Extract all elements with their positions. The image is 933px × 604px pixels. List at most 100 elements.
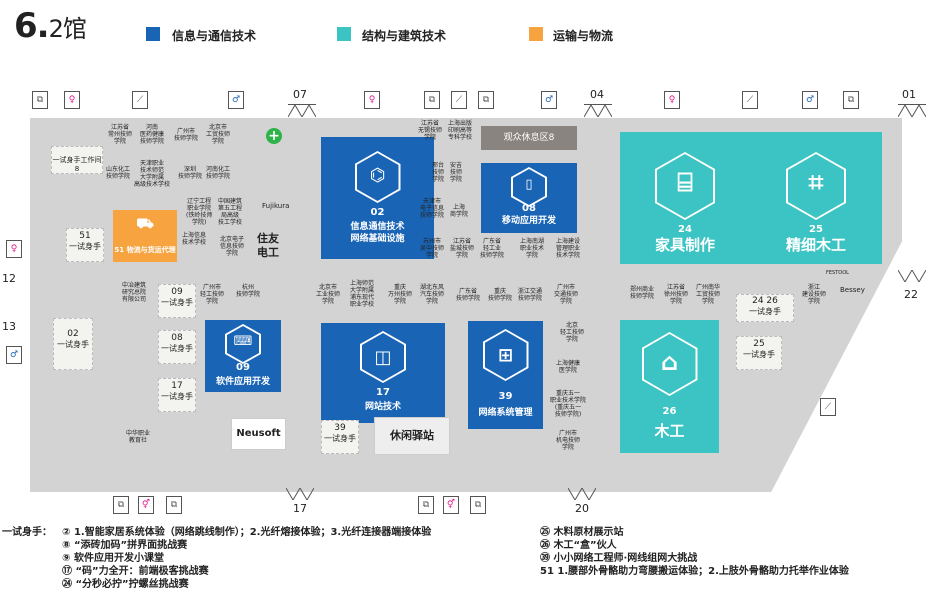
elevator-icon: ⧉ (166, 496, 182, 514)
elevator-icon: ⧉ (32, 91, 48, 109)
elevator-icon: ⧉ (424, 91, 440, 109)
elevator-icon: ⧉ (478, 91, 494, 109)
school-booth: 上海师范 大学附属 浦东现代 职业学校 (350, 280, 375, 308)
staircase-icon: ⌗ (808, 168, 824, 198)
school-booth: 广州市 技师学院 (174, 128, 199, 142)
school-booth: 北京市 工贸技师 学院 (206, 124, 231, 145)
school-booth: 湖北东风 汽车技师 学院 (420, 284, 445, 305)
door-04-gate (584, 104, 612, 117)
escalator-icon: ⟋ (820, 398, 836, 416)
school-booth: 北京市 工业技师 学院 (316, 284, 341, 305)
school-booth: 江苏省 无锡技师 学院 (418, 120, 443, 141)
legend-swatch-ict (146, 27, 160, 41)
bessey-logo: Bessey (840, 286, 865, 294)
male-toilet-icon: ♂ (228, 91, 244, 109)
elevator-icon: ⧉ (113, 496, 129, 514)
neusoft-booth[interactable]: Neusoft (231, 418, 286, 450)
zhuyou-booth[interactable]: 住友 电工 (257, 232, 279, 259)
note-24: ㉔ “分秒必拧”拧螺丝挑战赛 (62, 579, 189, 590)
house-icon: ⌂ (660, 348, 679, 376)
legend-label-ict: 信息与通信技术 (172, 29, 257, 43)
zone-17-web-tech[interactable]: ◫ 17 网站技术 (321, 323, 445, 423)
door-22-label: 22 (904, 288, 918, 301)
zone-02-ict-network[interactable]: ⌬ 02 信息通信技术 网络基础设施 (321, 137, 434, 259)
door-07-gate (288, 104, 316, 117)
first-aid-icon: + (266, 128, 282, 144)
school-booth: 广州市 轻工技师 学院 (200, 284, 225, 305)
festool-logo: FESTOOL (826, 270, 849, 276)
school-booth: 上海出版 印刷高等 专科学校 (448, 120, 473, 141)
school-booth: 天津职业 技术师范 大学附属 高级技术学校 (134, 160, 171, 188)
school-booth: 广东省 轻工业 技师学院 (480, 238, 505, 259)
school-booth: 重庆 技师学院 (488, 288, 513, 302)
note-08: ⑧ “添砖加码”拼界面挑战赛 (62, 540, 188, 551)
elevator-icon: ⧉ (418, 496, 434, 514)
escalator-icon: ⟋ (132, 91, 148, 109)
school-booth: 江苏省 常州技师 学院 (108, 124, 133, 145)
mobile-icon: ▯ (525, 177, 533, 192)
male-toilet-icon: ♂ (802, 91, 818, 109)
zone-39-network-admin[interactable]: ⊞ 39 网络系统管理 (468, 321, 543, 429)
zone-25-joinery[interactable]: ⌗ 25 精细木工 (750, 132, 882, 264)
zone-08-mobile-app[interactable]: ▯ 08 移动应用开发 (481, 163, 577, 233)
school-booth: 上海健康 医学院 (556, 360, 581, 374)
school-booth: 浙江交通 技师学院 (518, 288, 543, 302)
web-icon: ◫ (374, 347, 392, 368)
elevator-icon: ⧉ (843, 91, 859, 109)
server-icon: ⊞ (497, 345, 514, 366)
school-booth: 江苏省 盐城技师 学院 (450, 238, 475, 259)
school-booth: 广州市 交通技师 学院 (554, 284, 579, 305)
school-booth: 辽宁工程 职业学院 (铁岭技师 学院) (186, 198, 213, 226)
male-toilet-icon: ♂ (6, 346, 22, 364)
toilet-icon: ⚥ (138, 496, 154, 514)
zone-51-logistics[interactable]: ⛟ 51 物流与货运代理 (113, 210, 177, 262)
zone-26-carpentry[interactable]: ⌂ 26 木工 (620, 320, 719, 453)
escalator-icon: ⟋ (742, 91, 758, 109)
door-01-gate (898, 104, 926, 117)
school-booth: 上海南湖 职业技术 学院 (520, 238, 545, 259)
school-booth: 重庆 万州技师 学院 (388, 284, 413, 305)
software-icon: ⌨ (233, 334, 253, 349)
school-booth: 上海建设 管理职业 技术学院 (556, 238, 581, 259)
notes-label: 一试身手： (2, 527, 52, 538)
rest-station[interactable]: 休闲驿站 (374, 417, 450, 455)
note-39: ㊴ 小小网络工程师·网线组网大挑战 (540, 553, 698, 564)
male-toilet-icon: ♂ (541, 91, 557, 109)
door-22-gate (898, 270, 926, 282)
school-booth: 河南化工 技师学院 (206, 166, 231, 180)
door-20-label: 20 (575, 502, 589, 515)
door-17-gate (286, 488, 314, 500)
door-04-label: 04 (590, 88, 604, 101)
school-booth: 天津市 电子信息 技师学院 (420, 198, 445, 219)
school-booth: 中国建筑 第五工程 局高级 技工学校 (218, 198, 243, 226)
school-booth: 苏州市 吴中技师 学院 (420, 238, 445, 259)
note-17: ⑰ “码”力全开：前端极客挑战赛 (62, 566, 209, 577)
elevator-icon: ⧉ (470, 496, 486, 514)
zone-09-software-app[interactable]: ⌨ 09 软件应用开发 (205, 320, 281, 392)
door-01-label: 01 (902, 88, 916, 101)
zone-24-furniture[interactable]: ⌸ 24 家具制作 (620, 132, 750, 264)
door-07-label: 07 (293, 88, 307, 101)
visitor-lounge-8[interactable]: 观众休息区8 (481, 126, 577, 150)
door-17-label: 17 (293, 502, 307, 515)
school-booth: 山东化工 技师学院 (106, 166, 131, 180)
hall-title: 6.2馆 (14, 6, 87, 46)
trial-workroom-8[interactable]: 一试身手工作间8 (51, 146, 103, 174)
school-booth: 安吉 技师 学院 (450, 162, 463, 183)
legend-swatch-transport (529, 27, 543, 41)
school-booth: 邢台 技师 学院 (432, 162, 445, 183)
legend-swatch-construction (337, 27, 351, 41)
school-booth: 浙江 建设技师 学院 (802, 284, 827, 305)
escalator-icon: ⟋ (451, 91, 467, 109)
school-booth: 广州南华 工贸技师 学院 (696, 284, 721, 305)
school-booth: 河南 医药健康 技师学院 (140, 124, 165, 145)
door-20-gate (568, 488, 596, 500)
